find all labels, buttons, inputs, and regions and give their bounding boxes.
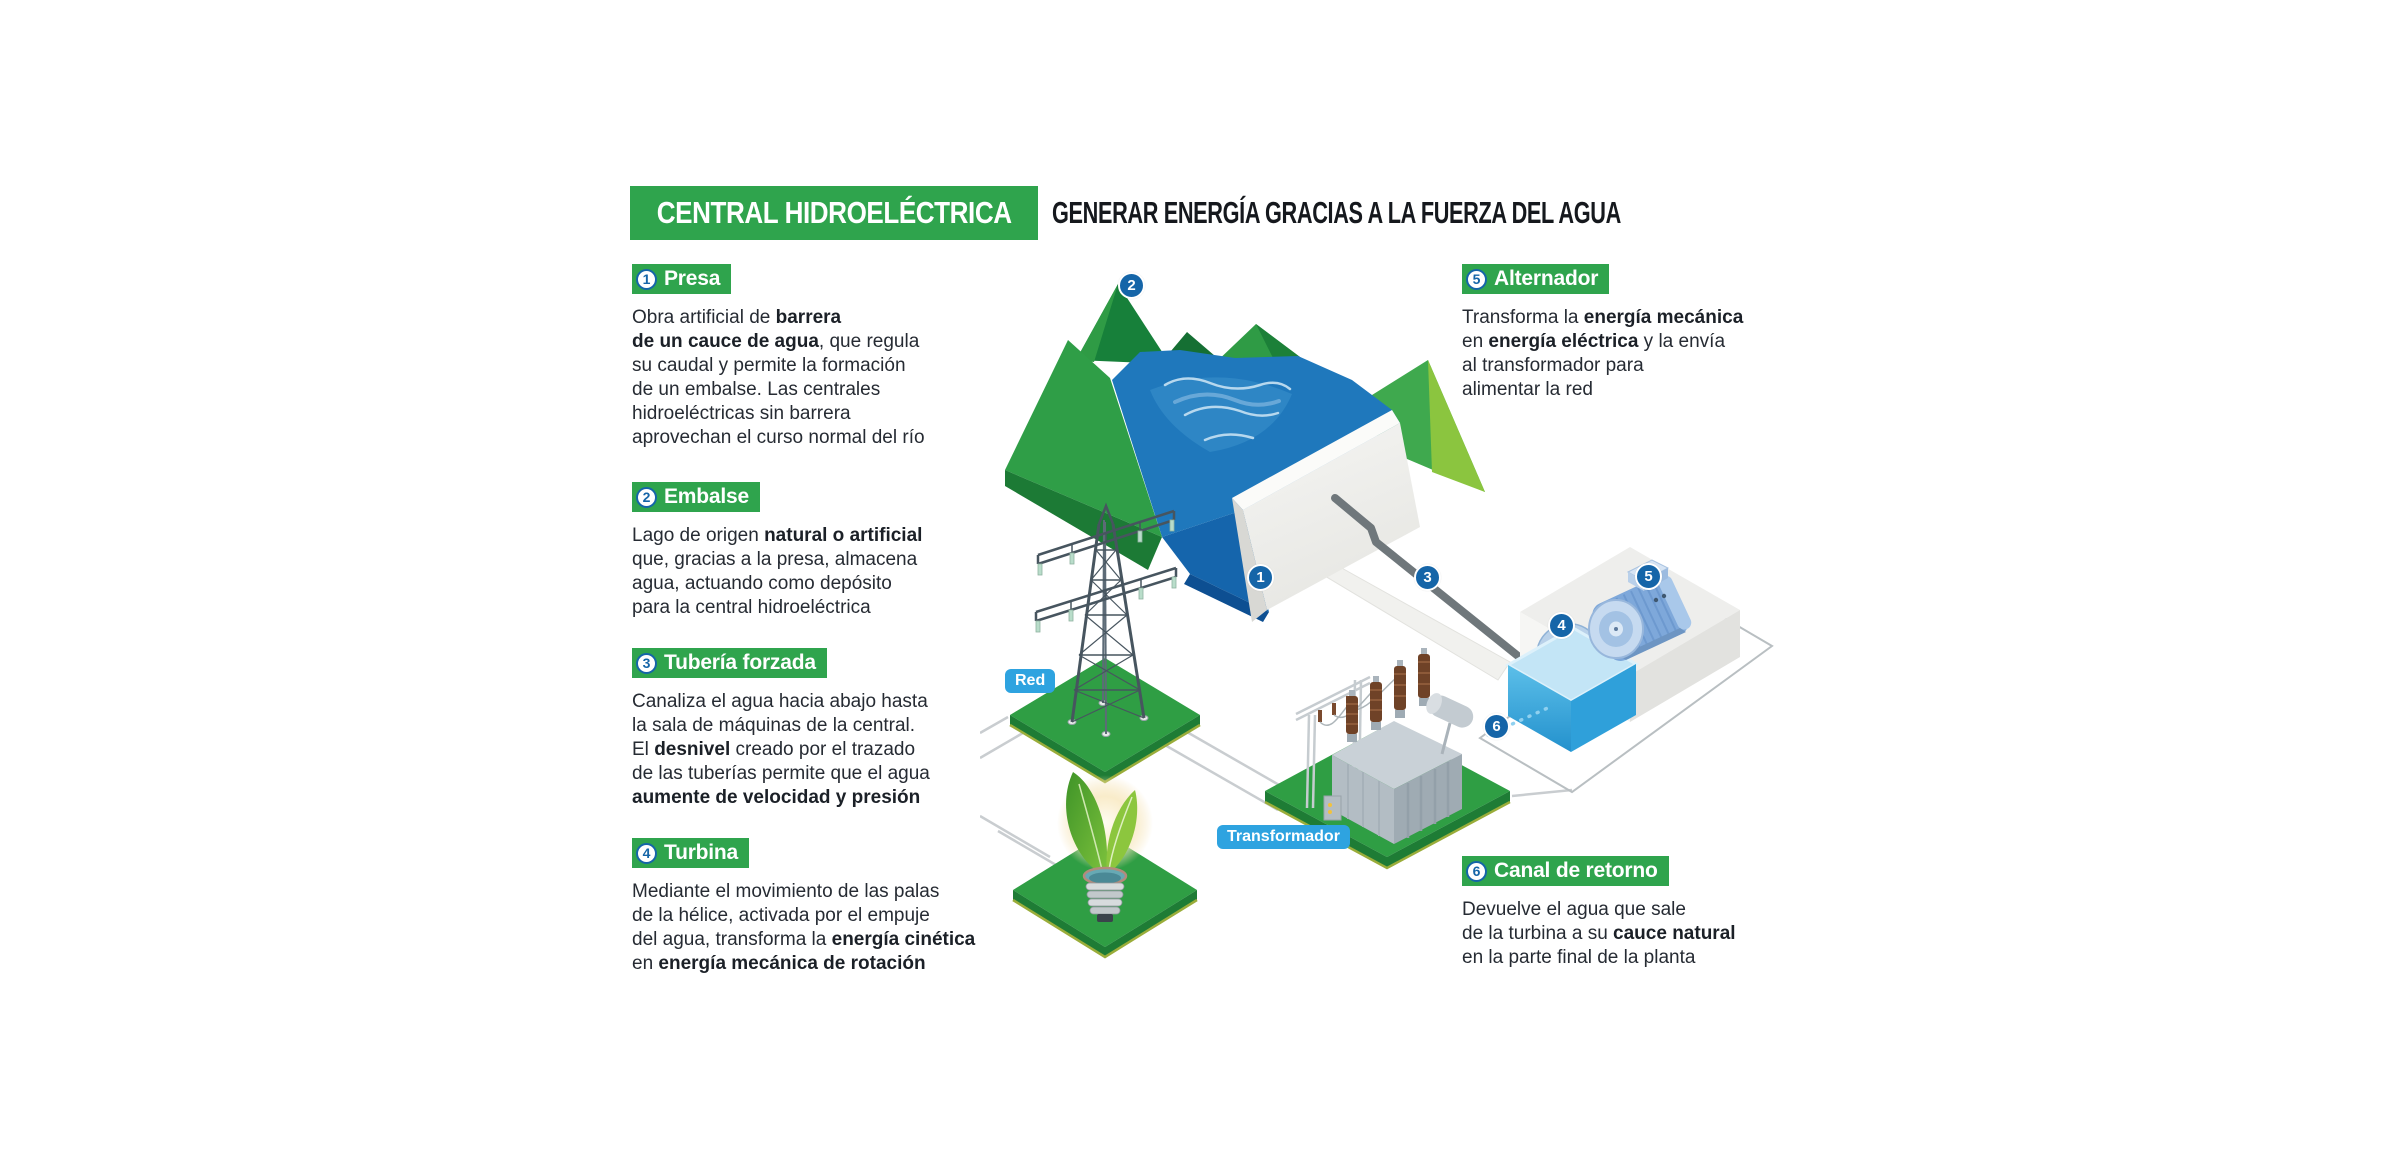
description-line: que, gracias a la presa, almacena xyxy=(632,549,918,570)
penstock-pipe xyxy=(1331,494,1527,664)
diagram-badge-turbine: 4 xyxy=(1548,612,1575,639)
section-number-badge: 5 xyxy=(1466,268,1487,290)
section-alternador: 5 Alternador Transforma la energía mecán… xyxy=(1462,264,1812,402)
hydro-plant-illustration xyxy=(980,284,1774,959)
description-line: alimentar la red xyxy=(1462,379,1593,400)
description-line: de la turbina a su cauce natural xyxy=(1462,923,1736,944)
description-line: Transforma la energía mecánica xyxy=(1462,307,1744,328)
diagram-badge-alternator: 5 xyxy=(1635,563,1662,590)
leaf-right xyxy=(1106,790,1138,874)
section-presa: 1 Presa Obra artificial de barrera de un … xyxy=(632,264,1042,450)
description-line: en energía eléctrica y la envía xyxy=(1462,331,1726,352)
section-title: Alternador xyxy=(1494,267,1599,290)
section-title: Canal de retorno xyxy=(1494,859,1658,882)
description-line: de las tuberías permite que el agua xyxy=(632,763,930,784)
description-line: para la central hidroeléctrica xyxy=(632,597,871,618)
description-line: hidroeléctricas sin barrera xyxy=(632,403,851,424)
diagram-badge-reservoir: 2 xyxy=(1118,272,1145,299)
section-number-badge: 6 xyxy=(1466,860,1487,882)
section-description: Devuelve el agua que sale de la turbina a… xyxy=(1462,898,1812,970)
section-title: Turbina xyxy=(664,841,739,864)
diagram-badge-return-channel: 6 xyxy=(1483,713,1510,740)
description-line: Lago de origen natural o artificial xyxy=(632,525,923,546)
transformer-bushings xyxy=(1346,648,1430,742)
description-line: al transformador para xyxy=(1462,355,1644,376)
section-title: Presa xyxy=(664,267,721,290)
section-header: 5 Alternador xyxy=(1462,264,1610,294)
diagram-badge-dam: 1 xyxy=(1247,564,1274,591)
page-title: CENTRAL HIDROELÉCTRICA xyxy=(630,186,1038,240)
alternator-motor xyxy=(1588,559,1692,661)
page-title-text: CENTRAL HIDROELÉCTRICA xyxy=(656,195,1012,230)
section-header: 3 Tubería forzada xyxy=(632,648,827,678)
description-line: aprovechan el curso normal del río xyxy=(632,427,925,448)
description-line: del agua, transforma la energía cinética xyxy=(632,929,976,950)
tower-crossarm-lower xyxy=(1034,566,1178,623)
description-line: Canaliza el agua hacia abajo hasta xyxy=(632,691,928,712)
description-line: Devuelve el agua que sale xyxy=(1462,899,1686,920)
section-tuberia-forzada: 3 Tubería forzada Canaliza el agua hacia… xyxy=(632,648,1042,810)
transformer-label: Transformador xyxy=(1217,825,1350,849)
section-description: Mediante el movimiento de las palas de la… xyxy=(632,880,1042,976)
transformer-illustration xyxy=(1295,648,1474,844)
section-description: Canaliza el agua hacia abajo hasta la sal… xyxy=(632,690,1042,810)
section-number-badge: 3 xyxy=(636,652,657,674)
section-header: 4 Turbina xyxy=(632,838,750,868)
bulb-screw-base xyxy=(1085,882,1125,915)
description-line: de un cauce de agua, que regula xyxy=(632,331,920,352)
description-line: de la hélice, activada por el empuje xyxy=(632,905,930,926)
tower-insulators xyxy=(1035,519,1177,633)
section-title: Tubería forzada xyxy=(664,651,816,674)
page-subtitle-text: GENERAR ENERGÍA GRACIAS A LA FUERZA DEL … xyxy=(1052,195,1621,230)
dam-illustration xyxy=(1232,410,1527,681)
conservator-tank xyxy=(1426,693,1474,755)
description-line: Mediante el movimiento de las palas xyxy=(632,881,940,902)
section-header: 2 Embalse xyxy=(632,482,760,512)
page-subtitle: GENERAR ENERGÍA GRACIAS A LA FUERZA DEL … xyxy=(1052,186,1865,240)
description-line: agua, actuando como depósito xyxy=(632,573,892,594)
reservoir-water xyxy=(1112,350,1400,537)
eco-bulb-illustration xyxy=(1057,772,1153,922)
transformer-tank xyxy=(1323,721,1462,844)
turbine-alternator-illustration xyxy=(1486,547,1740,752)
description-line: su caudal y permite la formación xyxy=(632,355,906,376)
grid-label: Red xyxy=(1005,669,1056,693)
power-tower-illustration xyxy=(1034,502,1178,737)
diagram-badge-penstock: 3 xyxy=(1414,564,1441,591)
description-line: El desnivel creado por el trazado xyxy=(632,739,916,760)
description-line: en energía mecánica de rotación xyxy=(632,953,926,974)
section-description: Obra artificial de barrera de un cauce de… xyxy=(632,306,1042,450)
mountains-illustration xyxy=(1005,284,1485,622)
tower-crossarm-upper xyxy=(1036,509,1176,566)
section-number-badge: 2 xyxy=(636,486,657,508)
description-line: en la parte final de la planta xyxy=(1462,947,1696,968)
description-line: aumente de velocidad y presión xyxy=(632,787,921,808)
section-header: 6 Canal de retorno xyxy=(1462,856,1669,886)
return-channel xyxy=(1309,556,1511,681)
section-header: 1 Presa xyxy=(632,264,732,294)
description-line: Obra artificial de barrera xyxy=(632,307,842,328)
section-description: Lago de origen natural o artificial que, … xyxy=(632,524,1042,620)
description-line: la sala de máquinas de la central. xyxy=(632,715,916,736)
section-embalse: 2 Embalse Lago de origen natural o artif… xyxy=(632,482,1042,620)
section-canal-de-retorno: 6 Canal de retorno Devuelve el agua que … xyxy=(1462,856,1812,970)
section-turbina: 4 Turbina Mediante el movimiento de las … xyxy=(632,838,1042,976)
section-number-badge: 1 xyxy=(636,268,657,290)
section-description: Transforma la energía mecánica en energía… xyxy=(1462,306,1812,402)
section-title: Embalse xyxy=(664,485,749,508)
description-line: de un embalse. Las centrales xyxy=(632,379,881,400)
section-number-badge: 4 xyxy=(636,842,657,864)
